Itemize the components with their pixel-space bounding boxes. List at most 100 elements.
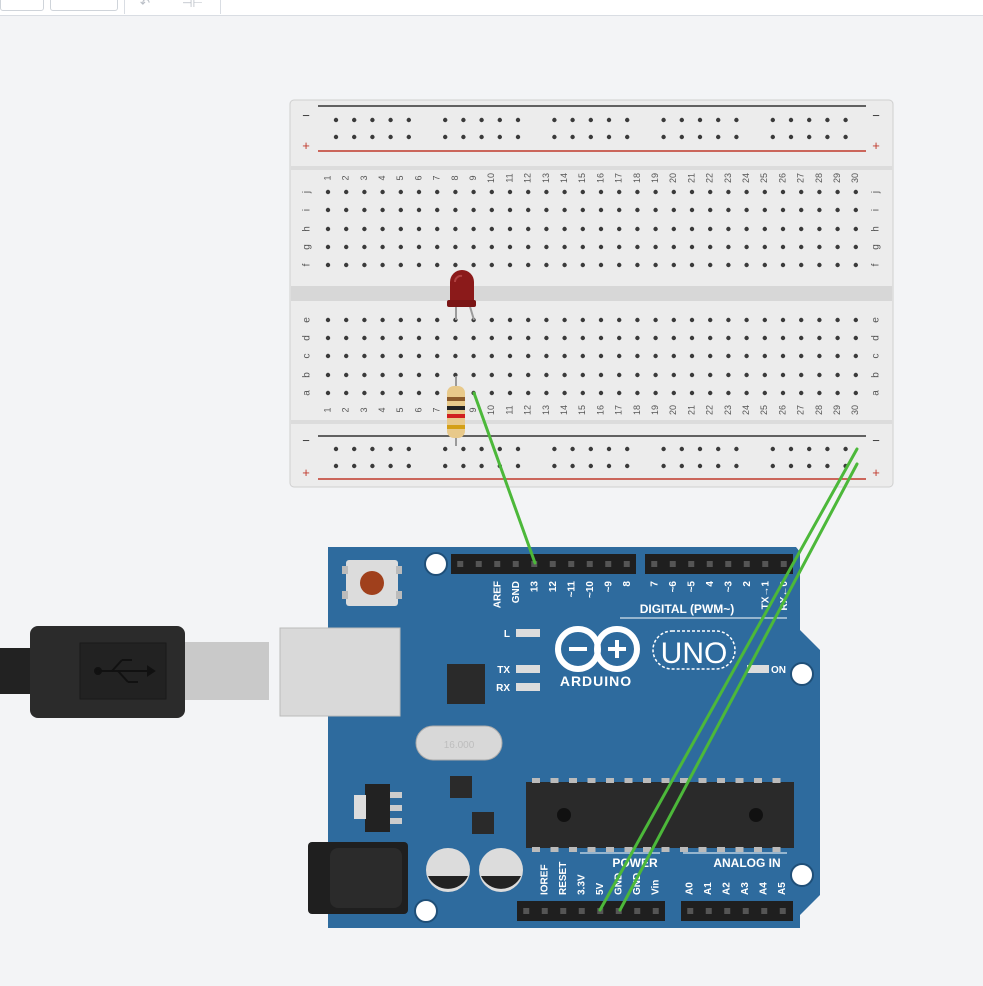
breadboard-hole[interactable] <box>362 226 367 232</box>
breadboard-hole[interactable] <box>471 207 476 213</box>
breadboard-hole[interactable] <box>435 353 440 359</box>
rail-hole[interactable] <box>770 134 775 140</box>
breadboard-holes[interactable] <box>325 117 858 469</box>
rail-hole[interactable] <box>588 463 593 469</box>
breadboard-hole[interactable] <box>598 390 604 396</box>
rail-hole[interactable] <box>843 117 848 123</box>
header-pin[interactable] <box>742 908 749 914</box>
breadboard-hole[interactable] <box>653 353 658 359</box>
breadboard-hole[interactable] <box>580 390 585 396</box>
digital-header-2[interactable] <box>645 554 793 574</box>
breadboard-hole[interactable] <box>653 335 658 341</box>
breadboard-hole[interactable] <box>726 226 731 232</box>
header-pin[interactable] <box>743 561 750 567</box>
breadboard-hole[interactable] <box>817 372 822 378</box>
breadboard-hole[interactable] <box>507 226 513 232</box>
rail-hole[interactable] <box>333 117 339 123</box>
header-pin[interactable] <box>761 908 768 914</box>
header-pin[interactable] <box>779 908 786 914</box>
breadboard-hole[interactable] <box>526 335 531 341</box>
breadboard-hole[interactable] <box>489 390 494 396</box>
header-pin[interactable] <box>687 908 694 914</box>
breadboard-hole[interactable] <box>325 262 331 268</box>
rail-hole[interactable] <box>570 117 575 123</box>
rail-hole[interactable] <box>352 446 357 452</box>
breadboard-hole[interactable] <box>580 317 585 323</box>
breadboard-hole[interactable] <box>526 390 531 396</box>
breadboard-hole[interactable] <box>562 226 567 232</box>
breadboard-hole[interactable] <box>817 207 822 213</box>
breadboard-hole[interactable] <box>617 262 622 268</box>
breadboard-hole[interactable] <box>671 317 676 323</box>
breadboard-hole[interactable] <box>762 189 767 195</box>
rail-hole[interactable] <box>333 446 339 452</box>
breadboard-hole[interactable] <box>362 207 367 213</box>
breadboard-hole[interactable] <box>489 189 494 195</box>
breadboard-hole[interactable] <box>580 262 585 268</box>
rail-hole[interactable] <box>625 463 630 469</box>
breadboard-hole[interactable] <box>689 189 695 195</box>
breadboard-hole[interactable] <box>471 335 476 341</box>
breadboard-hole[interactable] <box>726 207 731 213</box>
breadboard-hole[interactable] <box>744 335 749 341</box>
breadboard-hole[interactable] <box>635 226 640 232</box>
breadboard-hole[interactable] <box>853 353 858 359</box>
breadboard-hole[interactable] <box>471 244 476 250</box>
breadboard-hole[interactable] <box>344 353 349 359</box>
breadboard-hole[interactable] <box>562 372 567 378</box>
breadboard-hole[interactable] <box>544 207 549 213</box>
breadboard-hole[interactable] <box>762 207 767 213</box>
breadboard-hole[interactable] <box>507 207 513 213</box>
breadboard-hole[interactable] <box>671 353 676 359</box>
breadboard-hole[interactable] <box>489 226 494 232</box>
breadboard-hole[interactable] <box>671 372 676 378</box>
breadboard-hole[interactable] <box>526 317 531 323</box>
breadboard-hole[interactable] <box>617 390 622 396</box>
breadboard-hole[interactable] <box>562 390 567 396</box>
rail-hole[interactable] <box>716 117 721 123</box>
breadboard-hole[interactable] <box>398 353 403 359</box>
rail-hole[interactable] <box>515 463 521 469</box>
rail-hole[interactable] <box>515 117 521 123</box>
breadboard-hole[interactable] <box>617 353 622 359</box>
breadboard-hole[interactable] <box>507 353 513 359</box>
breadboard-hole[interactable] <box>598 226 604 232</box>
rail-hole[interactable] <box>406 446 411 452</box>
rail-hole[interactable] <box>716 446 721 452</box>
breadboard-hole[interactable] <box>362 390 367 396</box>
rail-hole[interactable] <box>807 446 812 452</box>
breadboard-hole[interactable] <box>635 262 640 268</box>
breadboard-hole[interactable] <box>344 244 349 250</box>
breadboard-hole[interactable] <box>562 262 567 268</box>
breadboard-hole[interactable] <box>398 390 403 396</box>
breadboard-hole[interactable] <box>507 317 513 323</box>
breadboard-hole[interactable] <box>744 189 749 195</box>
rail-hole[interactable] <box>807 134 812 140</box>
breadboard-hole[interactable] <box>435 189 440 195</box>
breadboard-hole[interactable] <box>544 390 549 396</box>
rail-hole[interactable] <box>825 134 830 140</box>
rail-hole[interactable] <box>461 446 466 452</box>
breadboard-hole[interactable] <box>325 317 331 323</box>
breadboard-hole[interactable] <box>617 244 622 250</box>
breadboard-hole[interactable] <box>762 317 767 323</box>
rail-hole[interactable] <box>333 463 339 469</box>
breadboard-hole[interactable] <box>544 372 549 378</box>
header-pin[interactable] <box>512 561 519 567</box>
breadboard-hole[interactable] <box>562 335 567 341</box>
breadboard-hole[interactable] <box>507 244 513 250</box>
rail-hole[interactable] <box>807 463 812 469</box>
breadboard-hole[interactable] <box>544 244 549 250</box>
header-pin[interactable] <box>615 908 622 914</box>
breadboard-hole[interactable] <box>362 335 367 341</box>
breadboard-hole[interactable] <box>362 262 367 268</box>
rail-hole[interactable] <box>497 446 502 452</box>
breadboard-hole[interactable] <box>853 207 858 213</box>
header-pin[interactable] <box>706 561 713 567</box>
breadboard-hole[interactable] <box>380 372 385 378</box>
breadboard-hole[interactable] <box>744 390 749 396</box>
rail-hole[interactable] <box>461 463 466 469</box>
rail-hole[interactable] <box>370 117 375 123</box>
rail-hole[interactable] <box>570 446 575 452</box>
rail-hole[interactable] <box>807 117 812 123</box>
